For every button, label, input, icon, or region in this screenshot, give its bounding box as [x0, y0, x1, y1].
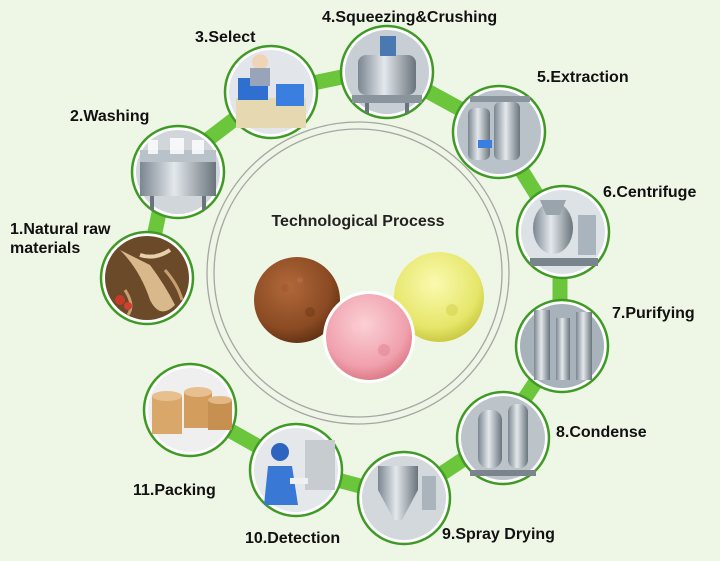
yellow-powder-photo — [394, 252, 484, 342]
step-6-node — [515, 184, 611, 280]
pink-powder-photo — [323, 291, 415, 383]
step-1-label-line1: 1.Natural raw — [10, 221, 111, 238]
brown-powder-photo — [254, 257, 340, 343]
step-8-node — [455, 390, 551, 486]
step-1-label: 1.Natural raw materials — [10, 220, 110, 258]
step-5-node — [451, 84, 547, 180]
step-4-label: 4.Squeezing&Crushing — [322, 9, 498, 26]
step-10-node — [248, 422, 344, 518]
step-5-label: 5.Extraction — [537, 69, 629, 86]
step-1-label-line2: materials — [10, 240, 81, 257]
step-11-label: 11.Packing — [133, 482, 216, 499]
step-7-label: 7.Purifying — [612, 305, 695, 322]
step-3-node — [223, 44, 319, 140]
center-outer-circle — [206, 121, 510, 425]
step-7-node — [514, 298, 610, 394]
step-4-node — [339, 24, 435, 120]
step-9-label: 9.Spray Drying — [442, 526, 555, 543]
step-8-label: 8.Condense — [556, 424, 647, 441]
step-10-label: 10.Detection — [245, 530, 341, 547]
step-3-label: 3.Select — [195, 29, 256, 46]
step-6-label: 6.Centrifuge — [603, 184, 697, 201]
step-9-node — [356, 450, 452, 546]
center-inner-circle — [213, 128, 503, 418]
step-1-node — [99, 230, 195, 326]
step-2-node — [130, 124, 226, 220]
step-2-label: 2.Washing — [70, 108, 150, 125]
center-title: Technological Process — [271, 213, 445, 230]
step-11-node — [142, 362, 238, 458]
